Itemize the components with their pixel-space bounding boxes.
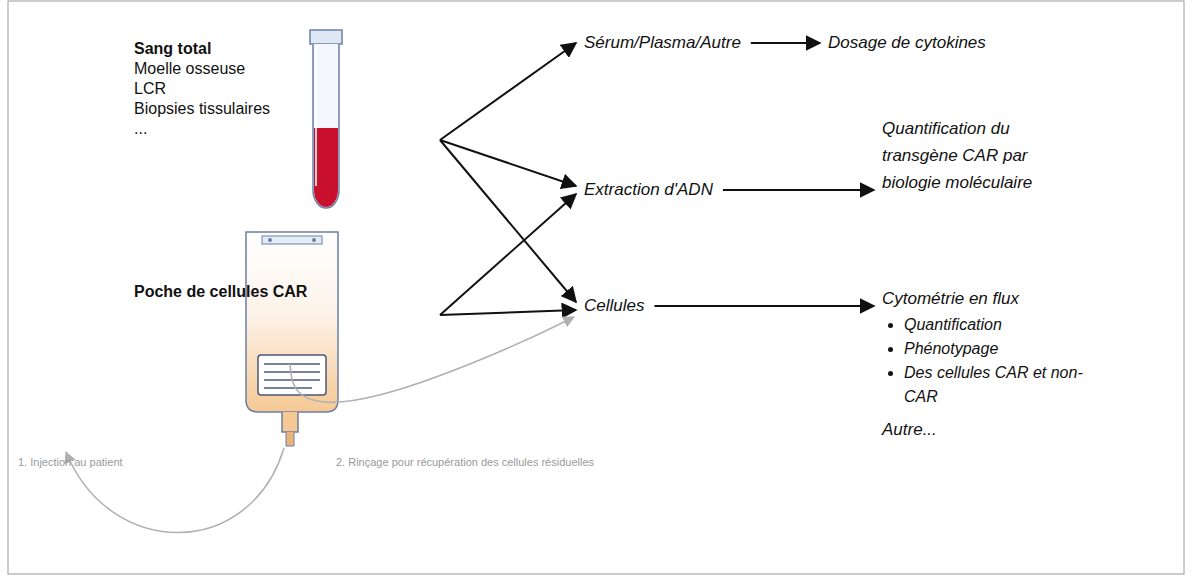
method-title: Cytométrie en flux (882, 287, 1094, 311)
node-text: Quantification du transgène CAR par biol… (882, 115, 1064, 196)
analysis-label: Quantification du transgène CAR par biol… (878, 112, 1068, 199)
flow-arrow (440, 43, 576, 140)
node-text: Extraction d'ADN (584, 180, 713, 200)
node-text: ... (134, 119, 436, 139)
step-note: 2. Rinçage pour récupération des cellule… (336, 456, 594, 468)
flow-arrow (440, 310, 576, 315)
analysis-label: Cytométrie en fluxQuantificationPhénotyp… (878, 284, 1098, 412)
frame (8, 1, 1184, 574)
flow-arrow (654, 305, 874, 307)
analysis-label: Dosage de cytokines (824, 30, 990, 56)
source-title: Sang total (134, 39, 436, 59)
flow-arrow (723, 189, 874, 191)
sample-source: Poche de cellules CAR (130, 270, 440, 360)
fraction-label: Sérum/Plasma/Autre (580, 30, 745, 56)
node-text: Biopsies tissulaires (134, 99, 436, 119)
node-text: Dosage de cytokines (828, 33, 986, 53)
flow-arrow (440, 140, 576, 302)
fraction-label: Cellules (580, 293, 648, 319)
source-title: Poche de cellules CAR (134, 282, 436, 302)
node-text: LCR (134, 79, 436, 99)
bullet-item: Des cellules CAR et non-CAR (904, 361, 1094, 409)
rinse-arrow (290, 317, 574, 402)
flow-arrow (440, 194, 576, 315)
bullet-item: Phénotypage (904, 337, 1094, 361)
other-note: Autre... (882, 420, 937, 440)
bullet-item: Quantification (904, 313, 1094, 337)
bullet-list: QuantificationPhénotypageDes cellules CA… (882, 313, 1094, 409)
node-text: Sérum/Plasma/Autre (584, 33, 741, 53)
node-text: Cellules (584, 296, 644, 316)
sample-source: Sang totalMoelle osseuseLCRBiopsies tiss… (130, 36, 440, 216)
step-note: 1. Injection au patient (18, 456, 123, 468)
cell-bag (246, 232, 338, 446)
flow-arrow (751, 42, 820, 44)
blood-tube (310, 30, 342, 208)
fraction-label: Extraction d'ADN (580, 177, 717, 203)
node-text: Moelle osseuse (134, 59, 436, 79)
